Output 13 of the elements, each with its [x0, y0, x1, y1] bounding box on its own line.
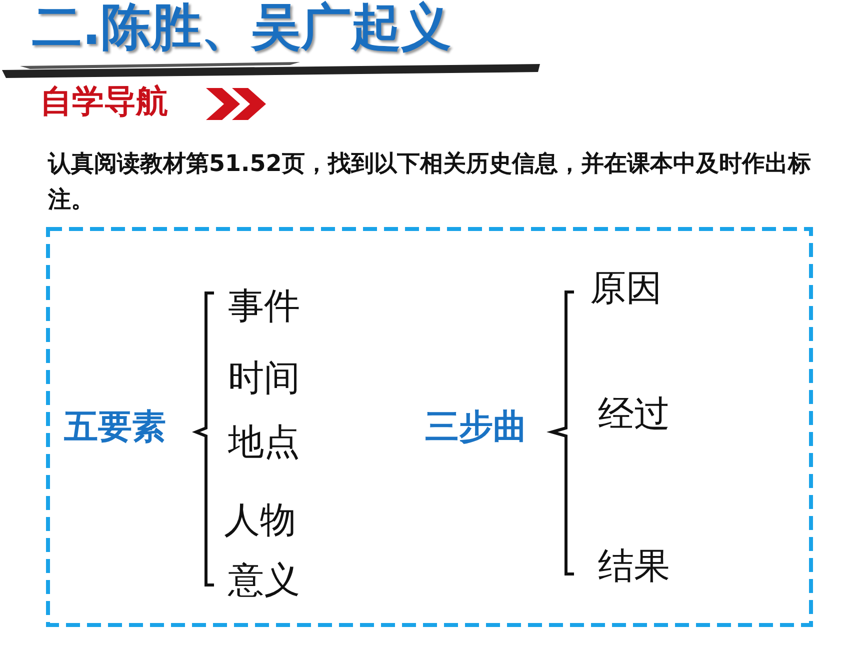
item-label: 原因	[590, 267, 662, 311]
item-label: 结果	[598, 545, 670, 589]
item-label: 时间	[228, 357, 300, 401]
title: 二.陈胜、吴广起义	[32, 0, 451, 58]
item-label: 地点	[228, 421, 300, 465]
group-heading: 三步曲	[425, 406, 527, 449]
item-label: 事件	[228, 285, 300, 329]
instruction-text: 认真阅读教材第51.52页，找到以下相关历史信息，并在课本中及时作出标注。	[48, 150, 812, 215]
section-heading: 自学导航	[40, 81, 168, 122]
item-label: 人物	[224, 499, 296, 543]
item-label: 意义	[228, 559, 300, 603]
item-label: 经过	[598, 393, 670, 437]
group-heading: 五要素	[64, 406, 166, 449]
